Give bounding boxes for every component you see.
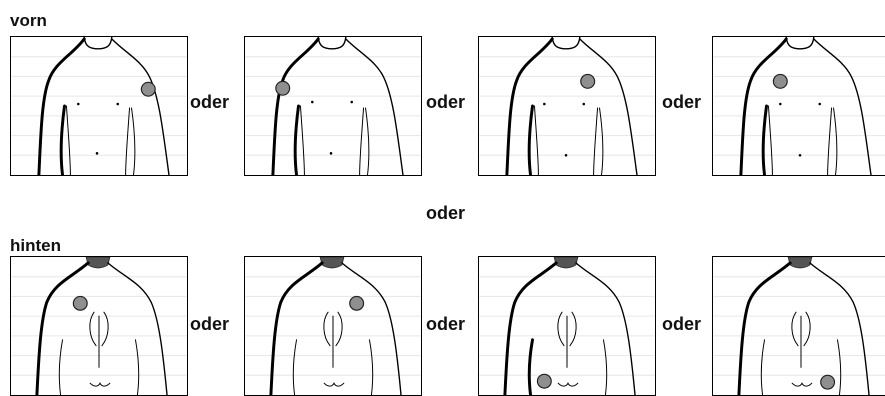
- right-arm-line: [366, 108, 369, 175]
- left-scapula: [324, 312, 330, 346]
- front-view-panel-4: [712, 36, 885, 176]
- right-scapula: [570, 312, 576, 346]
- right-arm-line: [132, 108, 135, 175]
- neck-collar: [320, 257, 344, 268]
- lower-back-curve: [792, 383, 812, 386]
- back-view-panel-1: [10, 256, 188, 396]
- right-nipple-dot: [818, 103, 821, 106]
- right-shoulder-line: [112, 39, 169, 175]
- neck-collar: [86, 257, 110, 268]
- left-arm-line: [293, 340, 296, 395]
- right-arm-line: [369, 340, 372, 395]
- navel-dot: [96, 152, 99, 155]
- right-arm-inner: [126, 108, 130, 175]
- pain-marker: [537, 374, 551, 388]
- navel-dot: [799, 154, 802, 157]
- right-scapula: [804, 312, 810, 346]
- left-nipple-dot: [311, 101, 314, 104]
- pain-marker: [350, 296, 364, 310]
- right-shoulder-line: [814, 39, 871, 175]
- back-body-diagram: [479, 257, 655, 395]
- pain-marker: [276, 81, 290, 95]
- neck-collar: [788, 257, 812, 268]
- right-arm-line: [135, 340, 138, 395]
- front-body-diagram: [245, 37, 421, 175]
- front-body-diagram: [479, 37, 655, 175]
- neck-collar: [554, 257, 578, 268]
- right-arm-line: [600, 108, 603, 175]
- right-arm-line: [837, 340, 840, 395]
- right-scapula: [336, 312, 342, 346]
- front-view-heading: vorn: [10, 12, 47, 29]
- neck-outline: [552, 37, 580, 49]
- pain-marker: [773, 74, 787, 88]
- back-view-panel-4: [712, 256, 885, 396]
- pain-marker: [581, 74, 595, 88]
- pain-marker: [73, 296, 87, 310]
- front-body-diagram: [713, 37, 885, 175]
- left-scapula: [90, 312, 96, 346]
- or-connector: oder: [190, 93, 229, 111]
- pain-marker: [141, 82, 155, 96]
- background-lines: [713, 277, 885, 376]
- front-view-panel-3: [478, 36, 656, 176]
- or-connector: oder: [662, 93, 701, 111]
- or-connector: oder: [662, 315, 701, 333]
- or-connector: oder: [190, 315, 229, 333]
- neck-outline: [318, 37, 346, 49]
- lower-back-curve: [324, 383, 344, 386]
- front-view-panel-2: [244, 36, 422, 176]
- left-arm-line: [59, 340, 62, 395]
- right-scapula: [102, 312, 108, 346]
- left-nipple-dot: [543, 103, 546, 106]
- back-view-panel-3: [478, 256, 656, 396]
- navel-dot: [330, 152, 333, 155]
- left-arm-line: [529, 340, 532, 395]
- right-nipple-dot: [582, 103, 585, 106]
- or-connector-between-rows: oder: [426, 204, 465, 222]
- right-arm-inner: [828, 108, 832, 175]
- back-view-panel-2: [244, 256, 422, 396]
- left-nipple-dot: [779, 103, 782, 106]
- or-connector: oder: [426, 93, 465, 111]
- pain-marker: [821, 375, 835, 389]
- left-scapula: [792, 312, 798, 346]
- background-lines: [11, 57, 186, 156]
- neck-outline: [84, 37, 112, 49]
- back-body-diagram: [245, 257, 421, 395]
- back-body-diagram: [713, 257, 885, 395]
- right-arm-line: [834, 108, 837, 175]
- lower-back-curve: [558, 383, 578, 386]
- front-body-diagram: [11, 37, 187, 175]
- right-arm-inner: [594, 108, 598, 175]
- right-nipple-dot: [116, 103, 119, 106]
- right-nipple-dot: [350, 101, 353, 104]
- navel-dot: [565, 154, 568, 157]
- left-arm-line: [761, 340, 764, 395]
- neck-outline: [786, 37, 814, 49]
- left-scapula: [558, 312, 564, 346]
- left-nipple-dot: [77, 103, 80, 106]
- background-lines: [713, 57, 885, 156]
- front-view-panel-1: [10, 36, 188, 176]
- lower-back-curve: [90, 383, 110, 386]
- background-lines: [479, 57, 654, 156]
- right-shoulder-line: [346, 39, 403, 175]
- back-view-heading: hinten: [10, 237, 61, 254]
- right-arm-line: [603, 340, 606, 395]
- right-shoulder-line: [580, 39, 637, 175]
- back-body-diagram: [11, 257, 187, 395]
- or-connector: oder: [426, 315, 465, 333]
- background-lines: [245, 57, 420, 156]
- right-arm-inner: [360, 108, 364, 175]
